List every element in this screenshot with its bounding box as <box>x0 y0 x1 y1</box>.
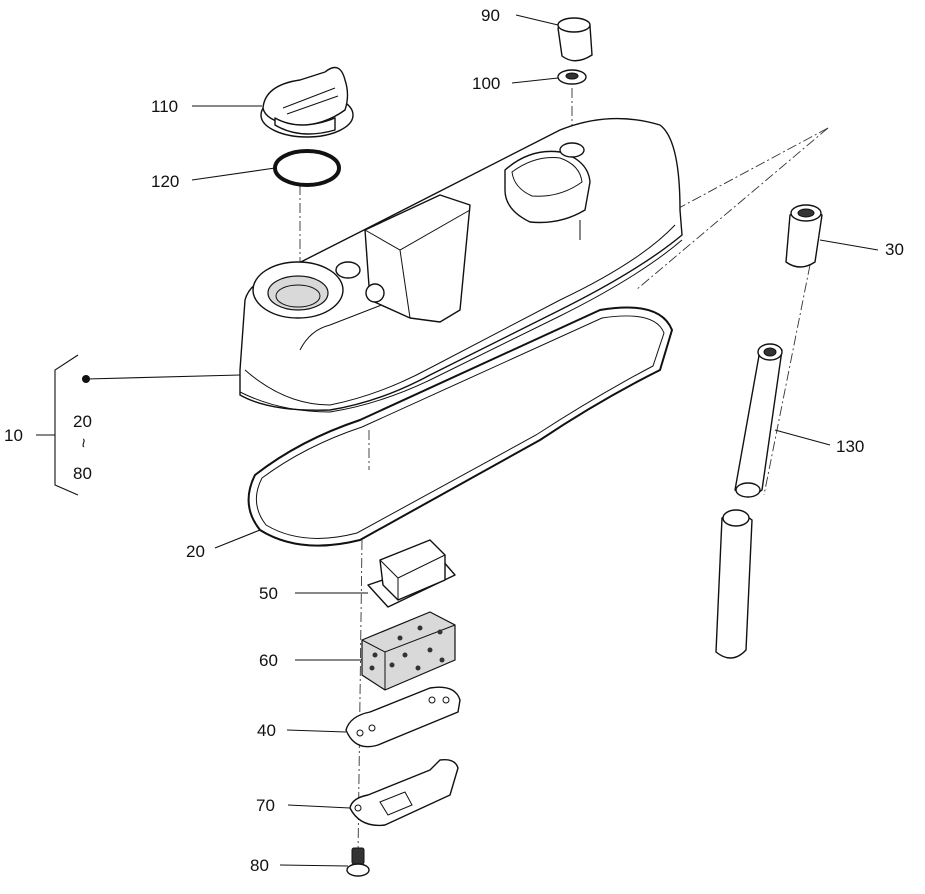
pipe-fitting-part <box>785 204 823 268</box>
filter-element-part <box>361 611 456 691</box>
label-70: 70 <box>256 796 275 815</box>
breather-housing-part <box>367 539 456 608</box>
label-10-range-start: 20 <box>73 412 92 431</box>
hose-part <box>715 343 783 659</box>
label-10: 10 <box>4 426 23 445</box>
valve-cover-part <box>239 117 683 413</box>
label-60: 60 <box>259 651 278 670</box>
bracket-part <box>349 758 459 827</box>
bolt-part <box>346 847 370 877</box>
label-40: 40 <box>257 721 276 740</box>
leader-lines <box>36 14 879 867</box>
gasket-part <box>247 306 673 547</box>
oil-cap-part <box>260 66 354 138</box>
label-90: 90 <box>481 6 500 25</box>
label-120: 120 <box>151 172 180 191</box>
label-10-range-end: 80 <box>73 464 92 483</box>
label-130: 130 <box>836 437 865 456</box>
washer-part <box>557 69 587 85</box>
plate-part <box>345 686 461 748</box>
label-80: 80 <box>250 856 269 875</box>
label-110: 110 <box>151 97 179 116</box>
o-ring-part <box>273 149 341 187</box>
label-10-range-tilde: ~ <box>73 438 93 448</box>
label-30: 30 <box>885 240 904 259</box>
gasket-inner <box>255 315 665 539</box>
label-20: 20 <box>186 542 205 561</box>
label-50: 50 <box>259 584 278 603</box>
label-100: 100 <box>472 74 501 93</box>
plug-part <box>557 17 593 62</box>
